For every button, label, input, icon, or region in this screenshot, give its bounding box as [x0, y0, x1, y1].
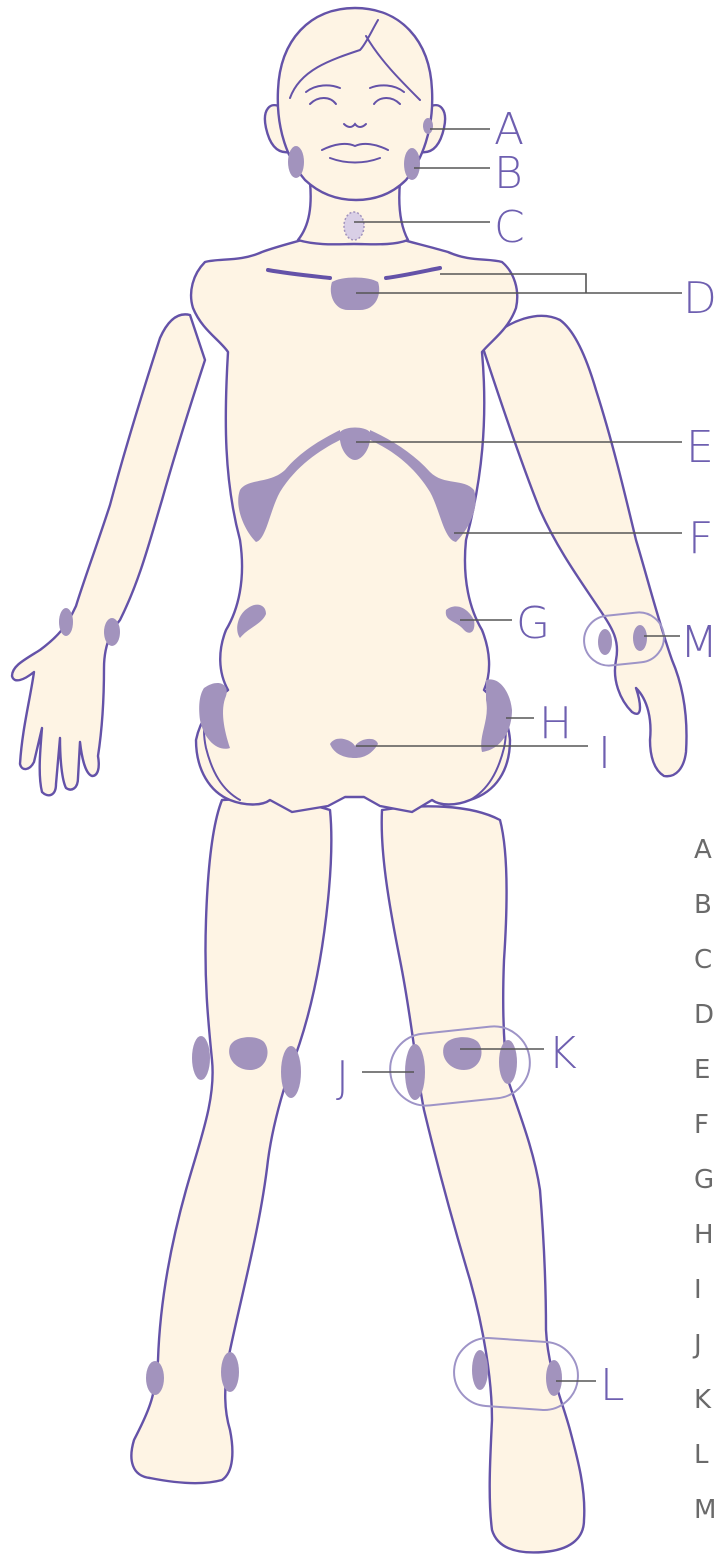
spot-a-left [423, 118, 433, 134]
spot-b-left [404, 148, 420, 180]
spot-c [344, 212, 364, 240]
right-arm [12, 314, 205, 795]
callout-f: F [688, 513, 713, 564]
spot-l-right-inner [221, 1352, 239, 1392]
callout-k: K [548, 1028, 577, 1079]
figure-outline [12, 8, 686, 1552]
legend-item: I [694, 1275, 702, 1305]
legend-item: J [692, 1330, 702, 1360]
callout-h: H [539, 698, 572, 749]
callout-m: M [680, 617, 717, 668]
legend-item: G [694, 1165, 714, 1195]
legend-item: F [694, 1110, 709, 1140]
callout-l: L [600, 1360, 625, 1411]
callout-i: I [598, 728, 611, 779]
legend-item: A [694, 835, 712, 865]
spot-m-right-outer [59, 608, 73, 636]
spot-j-right-inner [281, 1046, 301, 1098]
spot-l-left-outer [546, 1360, 562, 1396]
spot-l-right-outer [146, 1361, 164, 1395]
left-arm [482, 316, 686, 776]
spot-j-right-outer [192, 1036, 210, 1080]
legend-item: C [694, 945, 712, 975]
callout-c: C [494, 202, 525, 253]
spot-m-left-inner [598, 629, 612, 655]
spot-b-right [288, 146, 304, 178]
spot-m-right-inner [104, 618, 120, 646]
callout-j: J [336, 1052, 349, 1103]
legend-item: D [694, 1000, 714, 1030]
legend-item: H [694, 1220, 714, 1250]
tender-points [59, 118, 647, 1396]
spot-m-left-outer [633, 625, 647, 651]
legend-item: K [694, 1385, 712, 1415]
callout-b: B [494, 148, 523, 199]
legend-item: L [694, 1440, 709, 1470]
callout-d: D [683, 273, 717, 324]
legend-item: M [694, 1495, 716, 1525]
legend-item: B [694, 890, 712, 920]
spot-l-left-inner [472, 1350, 488, 1390]
callout-e: E [686, 422, 714, 473]
legend: A B C D E F G H I J K L M [692, 835, 716, 1525]
spot-k-left-outer [499, 1040, 517, 1084]
callout-g: G [516, 598, 550, 649]
left-leg [382, 806, 585, 1552]
legend-item: E [694, 1055, 710, 1085]
